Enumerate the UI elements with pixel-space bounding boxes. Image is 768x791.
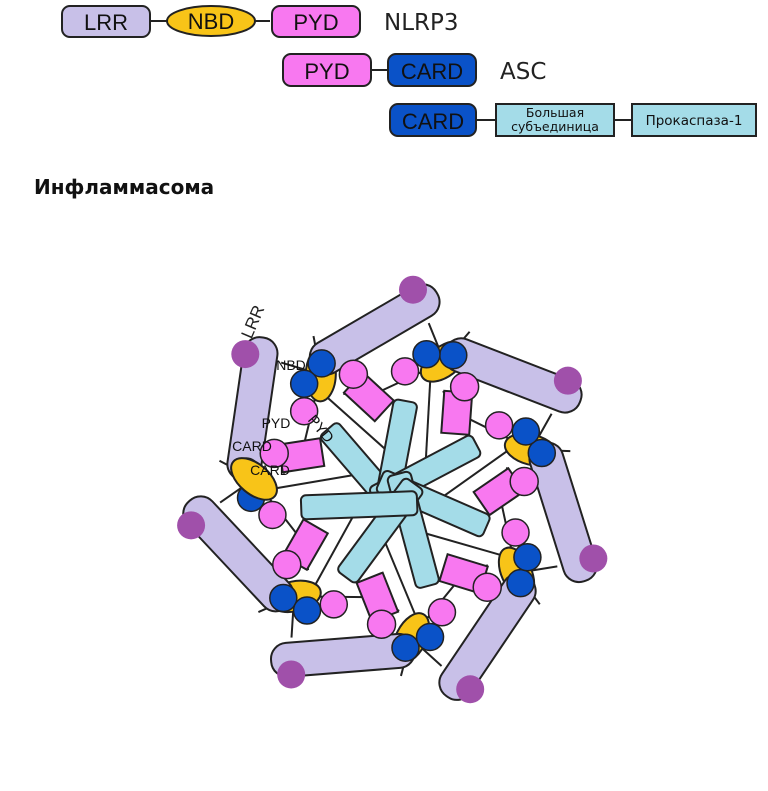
nlrp3-asc-caspase-unit: [177, 457, 419, 625]
asc-pyd-circle: [390, 357, 420, 386]
legend-procaspase-name-box: [631, 103, 757, 137]
card-circle: [289, 369, 319, 399]
link-line: [379, 530, 422, 629]
marker-dot: [579, 544, 608, 573]
marker-dot: [399, 275, 428, 304]
asc-pyd-circle: [427, 597, 457, 627]
ring-pyd-label-1: PYD: [262, 415, 291, 431]
nbd-oval: [230, 457, 278, 501]
link-line: [316, 387, 396, 459]
asc-pyd-circle: [484, 411, 514, 440]
marker-dot: [277, 660, 306, 689]
legend-large-subunit-line2: субъединица: [511, 119, 599, 134]
ring-lrr-label: LRR: [238, 302, 269, 341]
legend-asc-pyd-box: [282, 53, 372, 87]
card-circle: [412, 339, 441, 369]
card-circle: [415, 622, 445, 652]
nlrp3-asc-caspase-unit: [375, 411, 608, 600]
legend-large-subunit-line1: Большая: [526, 105, 584, 120]
inflammasome-title: Инфламмасома: [34, 175, 214, 199]
asc-pyd-circle: [366, 609, 397, 639]
card-circle: [307, 349, 336, 378]
card-circle: [527, 438, 557, 468]
marker-dot: [177, 511, 206, 540]
legend-asc: PYD CARD ASC: [282, 53, 546, 87]
asc-pyd-circle: [501, 518, 530, 547]
legend-nbd-label: NBD: [188, 9, 234, 34]
card-circle: [506, 568, 535, 598]
card-circle: [292, 596, 322, 625]
legend-nlrp3-name: NLRP3: [384, 10, 459, 36]
link-line: [261, 471, 366, 492]
asc-pyd-circle: [272, 549, 302, 580]
legend-asc-pyd-label: PYD: [304, 59, 349, 84]
asc-pyd-circle: [449, 372, 480, 402]
inflammasome-ring: [177, 275, 608, 704]
domain-shapes: [177, 275, 608, 704]
ring-nbd-label: NBD: [276, 357, 306, 373]
legend-nbd-oval: [166, 5, 256, 37]
link-line: [412, 528, 515, 560]
legend-nlrp3: LRR NBD PYD NLRP3: [61, 5, 459, 38]
nlrp3-asc-caspase-unit: [369, 337, 583, 509]
legend-pyd-label: PYD: [293, 10, 338, 35]
legend-procaspase: CARD Большая субъединица Прокаспаза-1: [389, 103, 757, 137]
legend-large-subunit-box: [495, 103, 615, 137]
legend-lrr-box: [61, 5, 151, 38]
legend-pyd-box: [271, 5, 361, 38]
legend-procaspase-card-box: [389, 103, 477, 137]
asc-pyd-circle: [472, 572, 502, 602]
link-line: [432, 441, 520, 505]
card-circle: [439, 340, 468, 370]
asc-pyd-circle: [509, 466, 539, 497]
legend-asc-name: ASC: [500, 59, 546, 85]
legend-procaspase-name: Прокаспаза-1: [646, 113, 743, 129]
legend-asc-card-box: [387, 53, 477, 87]
card-circle: [511, 417, 541, 446]
asc-pyd-circle: [319, 590, 349, 619]
asc-pyd-circle: [259, 438, 289, 469]
marker-dot: [231, 340, 260, 369]
card-circle: [513, 543, 542, 572]
card-circle: [269, 583, 298, 613]
caspase-spoke: [299, 490, 419, 521]
marker-dot: [553, 366, 582, 395]
legend-procaspase-card-label: CARD: [402, 109, 464, 134]
link-line: [424, 366, 432, 472]
asc-pyd-circle: [289, 396, 319, 426]
legend-lrr-label: LRR: [84, 10, 128, 35]
asc-pyd-circle: [338, 359, 369, 389]
link-line: [307, 504, 361, 598]
ring-card-label-1: CARD: [232, 438, 272, 454]
asc-pyd-circle: [258, 500, 287, 530]
nlrp3-asc-caspase-unit: [266, 477, 457, 689]
card-circle: [391, 633, 420, 662]
marker-dot: [456, 675, 485, 704]
ring-card-label-2: CARD: [250, 462, 290, 478]
legend-asc-card-label: CARD: [401, 59, 463, 84]
